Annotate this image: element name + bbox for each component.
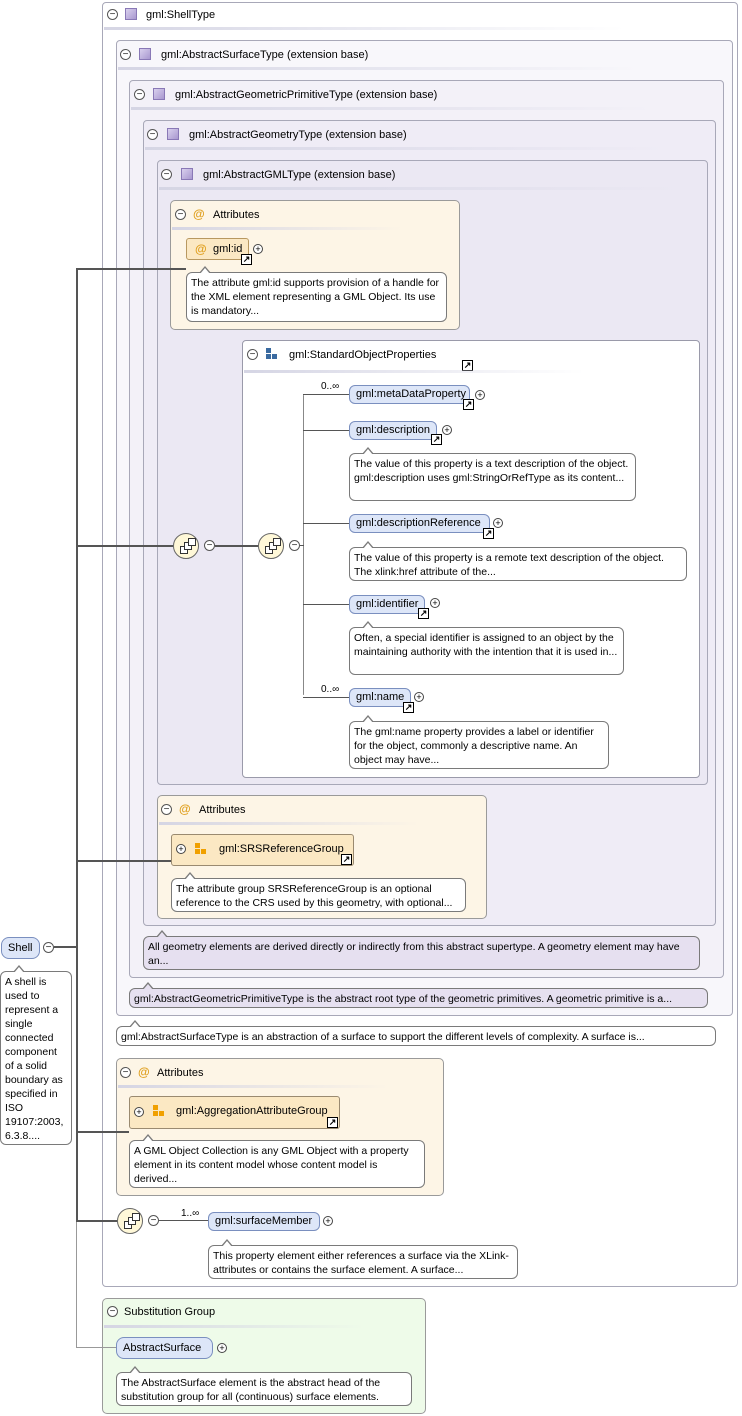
expand-icon[interactable]: + — [475, 390, 485, 400]
collapse-toggle[interactable]: − — [289, 540, 300, 551]
attribute-icon: @ — [193, 207, 205, 221]
link-icon[interactable]: ↗ — [403, 702, 414, 713]
shell-description: A shell is used to represent a single co… — [0, 965, 72, 1145]
expand-icon[interactable]: + — [414, 692, 424, 702]
group-icon — [266, 348, 279, 361]
collapse-toggle[interactable]: − — [147, 129, 158, 140]
tree-connector — [76, 268, 78, 1222]
collapse-toggle[interactable]: − — [148, 1215, 159, 1226]
collapse-toggle[interactable]: − — [161, 169, 172, 180]
collapse-toggle[interactable]: − — [134, 89, 145, 100]
surface-member-element[interactable]: gml:surfaceMember — [208, 1212, 320, 1231]
srs-reference-group-label: gml:SRSReferenceGroup — [219, 843, 344, 855]
attribute-icon: @ — [138, 1065, 150, 1079]
attribute-icon: @ — [179, 802, 191, 816]
identifier-element[interactable]: gml:identifier — [349, 595, 425, 614]
description-description: The value of this property is a text des… — [349, 447, 636, 501]
multiplicity-label: 0..∞ — [321, 381, 340, 392]
collapse-toggle[interactable]: − — [120, 49, 131, 60]
complex-type-icon — [125, 8, 137, 20]
expand-icon[interactable]: + — [217, 1343, 227, 1353]
abstract-geometric-primitive-type-title: gml:AbstractGeometricPrimitiveType (exte… — [175, 89, 438, 101]
collapse-toggle[interactable]: − — [43, 942, 54, 953]
complex-type-icon — [153, 88, 165, 100]
attribute-group-icon — [195, 843, 208, 856]
abstract-geometric-primitive-description: gml:AbstractGeometricPrimitiveType is th… — [129, 982, 708, 1008]
collapse-toggle[interactable]: − — [247, 349, 258, 360]
link-icon[interactable]: ↗ — [327, 1117, 338, 1128]
description-element[interactable]: gml:description — [349, 421, 437, 440]
identifier-description: Often, a special identifier is assigned … — [349, 621, 624, 675]
meta-data-property-element[interactable]: gml:metaDataProperty — [349, 385, 470, 404]
tree-connector — [54, 946, 77, 948]
multiplicity-label: 1..∞ — [181, 1208, 200, 1219]
aggregation-attribute-group-label: gml:AggregationAttributeGroup — [176, 1105, 328, 1117]
collapse-toggle[interactable]: − — [175, 209, 186, 220]
expand-icon[interactable]: + — [176, 844, 186, 854]
attribute-icon: @ — [195, 242, 207, 256]
collapse-toggle[interactable]: − — [161, 804, 172, 815]
name-element[interactable]: gml:name — [349, 688, 411, 707]
expand-icon[interactable]: + — [323, 1216, 333, 1226]
complex-type-icon — [139, 48, 151, 60]
expand-icon[interactable]: + — [442, 425, 452, 435]
link-icon[interactable]: ↗ — [483, 528, 494, 539]
abstract-surface-head-description: The AbstractSurface element is the abstr… — [116, 1366, 412, 1406]
link-icon[interactable]: ↗ — [418, 608, 429, 619]
gml-id-label: gml:id — [213, 243, 243, 255]
abstract-geometry-type-title: gml:AbstractGeometryType (extension base… — [189, 129, 407, 141]
link-icon[interactable]: ↗ — [341, 854, 352, 865]
collapse-toggle[interactable]: − — [107, 9, 118, 20]
description-reference-element[interactable]: gml:descriptionReference — [349, 514, 490, 533]
attributes-title: Attributes — [157, 1067, 204, 1079]
aggregation-attribute-group-description: A GML Object Collection is any GML Objec… — [129, 1134, 425, 1188]
srs-reference-group-description: The attribute group SRSReferenceGroup is… — [171, 872, 466, 912]
link-icon[interactable]: ↗ — [431, 434, 442, 445]
collapse-toggle[interactable]: − — [120, 1067, 131, 1078]
expand-icon[interactable]: + — [253, 244, 263, 254]
sequence-icon[interactable] — [117, 1208, 143, 1234]
link-icon[interactable]: ↗ — [463, 399, 474, 410]
surface-member-description: This property element either references … — [208, 1239, 518, 1279]
link-icon[interactable]: ↗ — [241, 254, 252, 265]
description-reference-description: The value of this property is a remote t… — [349, 541, 687, 581]
abstract-surface-element[interactable]: AbstractSurface — [116, 1337, 213, 1359]
abstract-surface-description: gml:AbstractSurfaceType is an abstractio… — [116, 1020, 716, 1046]
complex-type-icon — [181, 168, 193, 180]
expand-icon[interactable]: + — [493, 518, 503, 528]
abstract-gml-type-title: gml:AbstractGMLType (extension base) — [203, 169, 396, 181]
abstract-geometry-description: All geometry elements are derived direct… — [143, 930, 700, 970]
gml-id-description: The attribute gml:id supports provision … — [186, 266, 447, 322]
shell-element[interactable]: Shell — [1, 937, 40, 959]
abstract-surface-type-title: gml:AbstractSurfaceType (extension base) — [161, 49, 369, 61]
attribute-group-icon — [153, 1105, 166, 1118]
sequence-icon[interactable] — [173, 533, 199, 559]
attributes-title: Attributes — [213, 209, 260, 221]
sequence-icon[interactable] — [258, 533, 284, 559]
attributes-title: Attributes — [199, 804, 246, 816]
complex-type-icon — [167, 128, 179, 140]
gml-id-attribute[interactable]: @ gml:id — [186, 238, 249, 260]
collapse-toggle[interactable]: − — [204, 540, 215, 551]
collapse-toggle[interactable]: − — [107, 1306, 118, 1317]
shell-type-title: gml:ShellType — [146, 9, 216, 21]
aggregation-attribute-group[interactable] — [129, 1096, 340, 1129]
standard-object-properties-title: gml:StandardObjectProperties — [289, 349, 437, 361]
name-description: The gml:name property provides a label o… — [349, 715, 609, 769]
expand-icon[interactable]: + — [134, 1107, 144, 1117]
substitution-group-title: Substitution Group — [124, 1306, 216, 1318]
multiplicity-label: 0..∞ — [321, 684, 340, 695]
expand-icon[interactable]: + — [430, 598, 440, 608]
